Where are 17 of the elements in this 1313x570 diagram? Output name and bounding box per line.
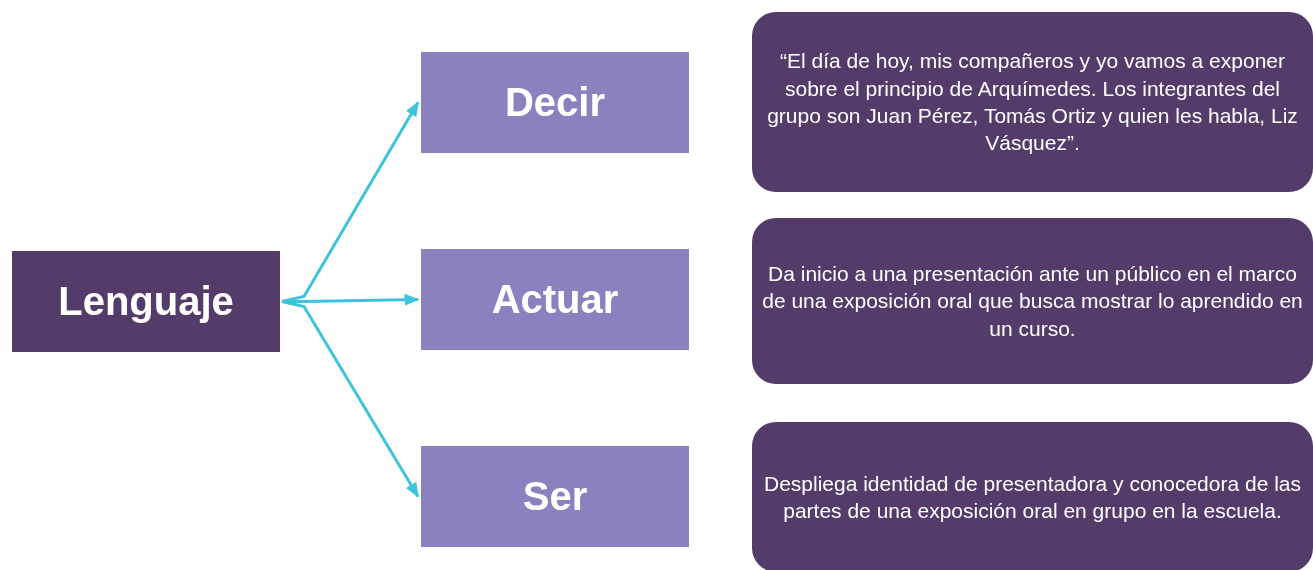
arrow xyxy=(281,300,420,498)
category-box xyxy=(421,446,689,547)
category-box xyxy=(421,52,689,153)
description-text: Da inicio a una presentación ante un público en el marco de una exposición oral que busca mostrar lo aprendido en un curso. xyxy=(762,261,1303,342)
description-box xyxy=(752,218,1313,384)
box-label: Ser xyxy=(522,474,588,519)
arrow xyxy=(281,101,420,303)
box-label: Lenguaje xyxy=(58,279,234,324)
box-label: Actuar xyxy=(491,277,619,322)
box-label: Decir xyxy=(504,80,606,125)
description-box xyxy=(752,422,1313,570)
category-box xyxy=(421,249,689,350)
description-text: Despliega identidad de presentadora y conocedora de las partes de una exposición oral en grupo en la escuela. xyxy=(762,470,1302,524)
description-text: “El día de hoy, mis compañeros y yo vamos a exponer sobre el principio de Arquímedes. Los integrantes del grupo son Juan Pérez, Tomás Ortiz y quien les habla, Liz Vásquez”. xyxy=(766,48,1299,157)
concept-box xyxy=(12,251,280,352)
description-box xyxy=(752,12,1313,192)
arrow xyxy=(282,293,420,306)
